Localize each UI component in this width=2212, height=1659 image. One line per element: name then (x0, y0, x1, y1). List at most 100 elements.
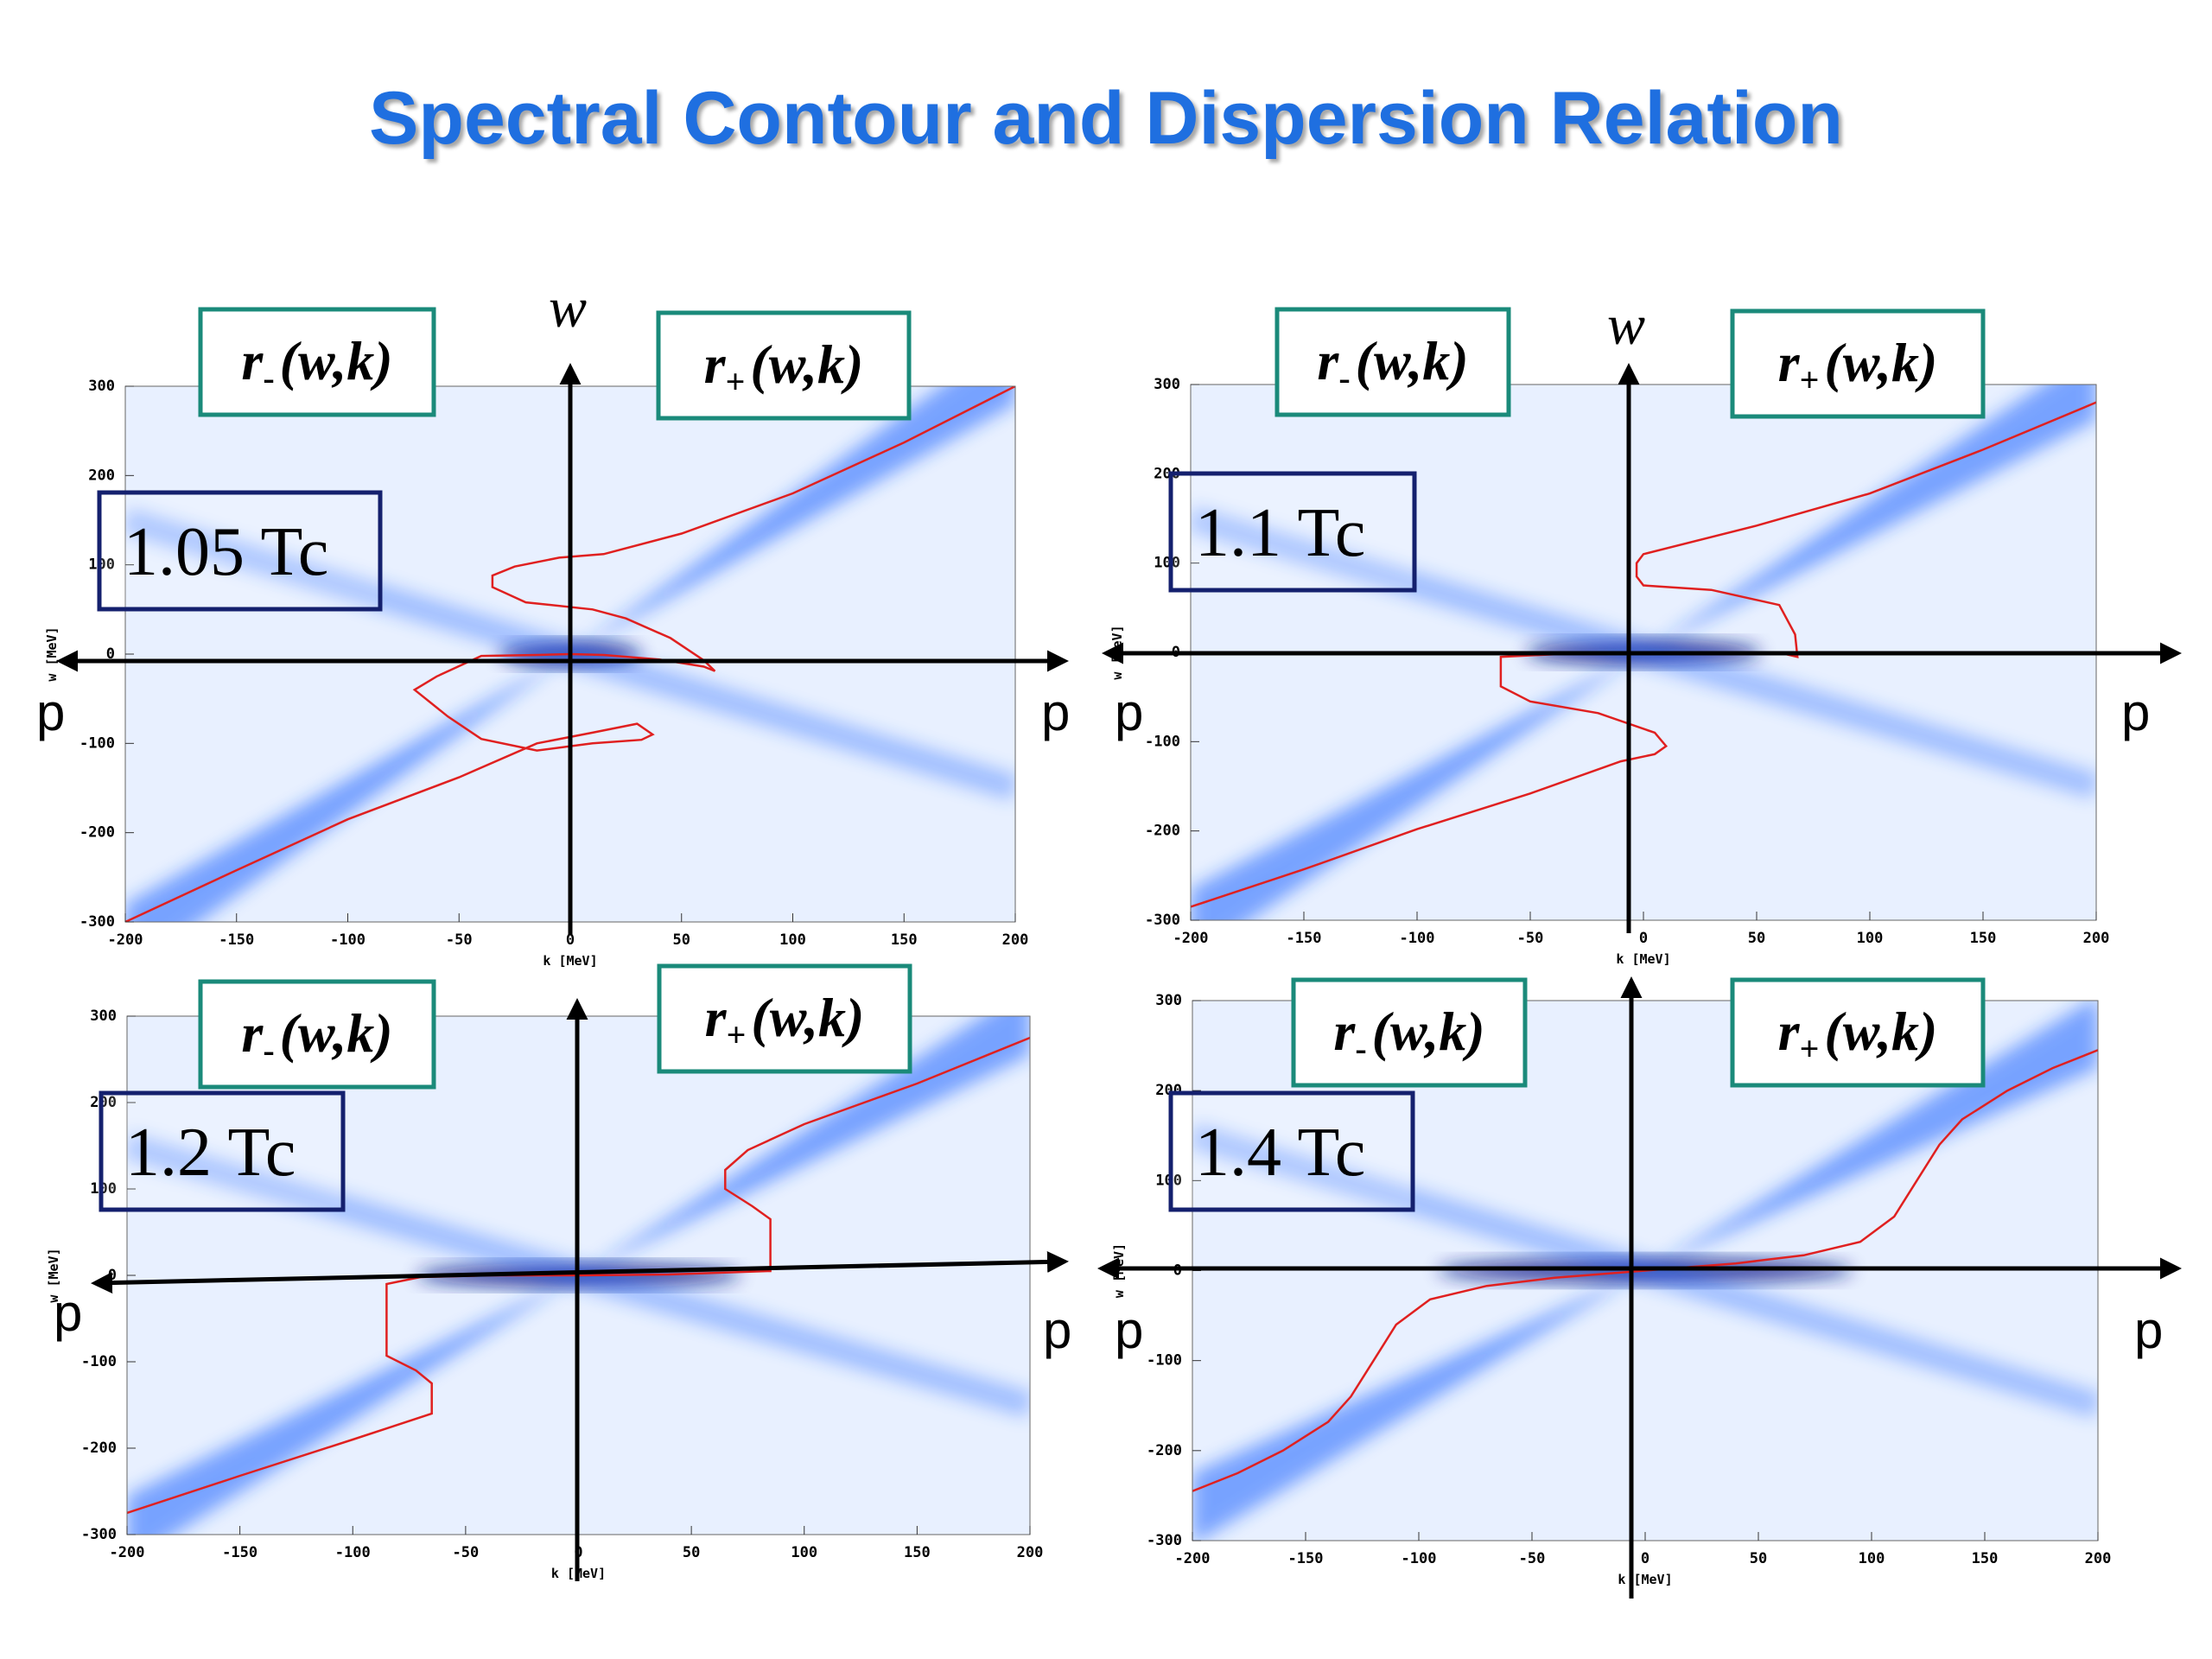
y-axis-label: w [MeV] (44, 626, 60, 681)
rho-plus-symbol: r (1778, 1001, 1801, 1062)
y-tick-label: 100 (88, 556, 115, 574)
panel-4: 3002001000-100-200-300-200-150-100-50050… (1097, 976, 2182, 1599)
x-tick-label: 150 (904, 1544, 931, 1561)
x-tick-label: -50 (1517, 930, 1544, 947)
temperature-box (1168, 471, 1417, 593)
rho-minus-box (198, 979, 436, 1090)
y-tick-label: -200 (1145, 823, 1180, 840)
temperature-label: 1.2 Tc (125, 1115, 296, 1191)
p-label-right: p (2134, 1301, 2163, 1359)
temperature-label: 1.1 Tc (1195, 495, 1365, 571)
x-tick-label: -200 (1173, 930, 1209, 947)
y-tick-label: -300 (1145, 912, 1180, 929)
rho-plus-args: (w,k) (751, 987, 864, 1048)
rho-minus-args: (w,k) (1372, 1001, 1485, 1062)
x-tick-label: 150 (891, 931, 918, 949)
y-tick-label: -300 (1147, 1532, 1182, 1549)
rho-plus-args: (w,k) (750, 334, 863, 395)
x-tick-label: 50 (1748, 930, 1765, 947)
rho-minus-symbol: r (1317, 330, 1339, 391)
rho-plus-box (1730, 977, 1986, 1088)
x-tick-label: 100 (1857, 930, 1884, 947)
rho-minus-subscript: - (263, 359, 274, 397)
rho-minus-box (1274, 307, 1511, 417)
x-tick-label: 0 (566, 931, 575, 949)
x-tick-label: -200 (108, 931, 143, 949)
y-tick-label: -100 (1145, 733, 1180, 750)
rho-minus-symbol: r (241, 1002, 264, 1064)
momentum-axis-arrow (91, 1250, 1069, 1294)
temperature-box (99, 1090, 346, 1212)
density-band (127, 1275, 579, 1535)
rho-plus-subscript: + (1800, 360, 1820, 399)
x-tick-label: 200 (2083, 930, 2110, 947)
rho-minus-args: (w,k) (1356, 330, 1469, 391)
rho-plus-box (656, 310, 912, 421)
x-tick-label: -100 (330, 931, 365, 949)
w-axis-label: w (549, 276, 587, 340)
temperature-box (97, 490, 383, 612)
rho-minus-box (1291, 977, 1528, 1088)
x-tick-label: -150 (1287, 930, 1322, 947)
x-tick-label: -200 (1175, 1550, 1211, 1567)
y-tick-label: -200 (1147, 1442, 1182, 1459)
rho-plus-label: r+(w,k) (1778, 1001, 1938, 1068)
p-label-right: p (1041, 683, 1070, 741)
y-tick-label: 300 (1155, 992, 1182, 1009)
rho-minus-label: r-(w,k) (241, 330, 392, 397)
y-tick-label: 200 (88, 467, 115, 484)
p-label-left: p (54, 1284, 82, 1342)
x-tick-label: -150 (219, 931, 254, 949)
x-tick-label: 200 (1017, 1544, 1044, 1561)
rho-minus-args: (w,k) (280, 1002, 393, 1064)
x-tick-label: -100 (1400, 930, 1435, 947)
p-label-left: p (36, 683, 65, 741)
rho-minus-subscript: - (263, 1031, 274, 1070)
y-axis-label: w [MeV] (46, 1248, 61, 1302)
x-tick-label: -150 (222, 1544, 257, 1561)
x-tick-label: -50 (453, 1544, 480, 1561)
x-tick-label: 150 (1970, 930, 1997, 947)
x-tick-label: 0 (1641, 1550, 1649, 1567)
x-tick-label: -200 (110, 1544, 145, 1561)
y-tick-label: 100 (1154, 555, 1180, 572)
panel-3: 3002001000-100-200-300-200-150-100-50050… (46, 963, 1071, 1581)
x-tick-label: -50 (1519, 1550, 1546, 1567)
rho-minus-box (198, 307, 436, 417)
p-label-right: p (1043, 1301, 1071, 1359)
rho-plus-symbol: r (1778, 332, 1801, 393)
p-label-right: p (2121, 683, 2150, 741)
density-band (578, 1016, 1030, 1275)
rho-plus-box (1730, 308, 1986, 419)
y-tick-label: -200 (79, 824, 115, 842)
rho-minus-label: r-(w,k) (241, 1002, 392, 1070)
y-tick-label: 300 (1154, 376, 1180, 393)
p-label-left: p (1115, 683, 1143, 741)
rho-plus-label: r+(w,k) (1778, 332, 1938, 399)
rho-plus-label: r+(w,k) (705, 987, 865, 1054)
rho-minus-subscript: - (1338, 359, 1350, 397)
rho-plus-subscript: + (1800, 1029, 1820, 1068)
x-tick-label: -100 (335, 1544, 371, 1561)
density-band (570, 386, 1015, 654)
y-tick-label: -100 (81, 1353, 117, 1370)
x-axis-label: k [MeV] (1616, 951, 1670, 967)
rho-plus-box (657, 963, 912, 1074)
x-tick-label: 50 (683, 1544, 700, 1561)
temperature-label: 1.4 Tc (1195, 1115, 1365, 1191)
x-tick-label: 200 (1002, 931, 1029, 949)
rho-plus-args: (w,k) (1824, 332, 1937, 393)
y-tick-label: 300 (90, 1007, 117, 1025)
rho-minus-label: r-(w,k) (1333, 1001, 1484, 1068)
y-tick-label: -300 (79, 913, 115, 931)
y-tick-label: 200 (90, 1094, 117, 1111)
rho-minus-subscript: - (1355, 1029, 1366, 1068)
density-band (1192, 1270, 1645, 1541)
slide-title: Spectral Contour and Dispersion Relation (369, 77, 1843, 160)
x-tick-label: -150 (1288, 1550, 1324, 1567)
y-tick-label: 100 (90, 1180, 117, 1198)
y-tick-label: -100 (1147, 1352, 1182, 1370)
rho-plus-subscript: + (727, 1015, 747, 1054)
density-band (1191, 652, 1643, 920)
density-band (125, 654, 570, 922)
